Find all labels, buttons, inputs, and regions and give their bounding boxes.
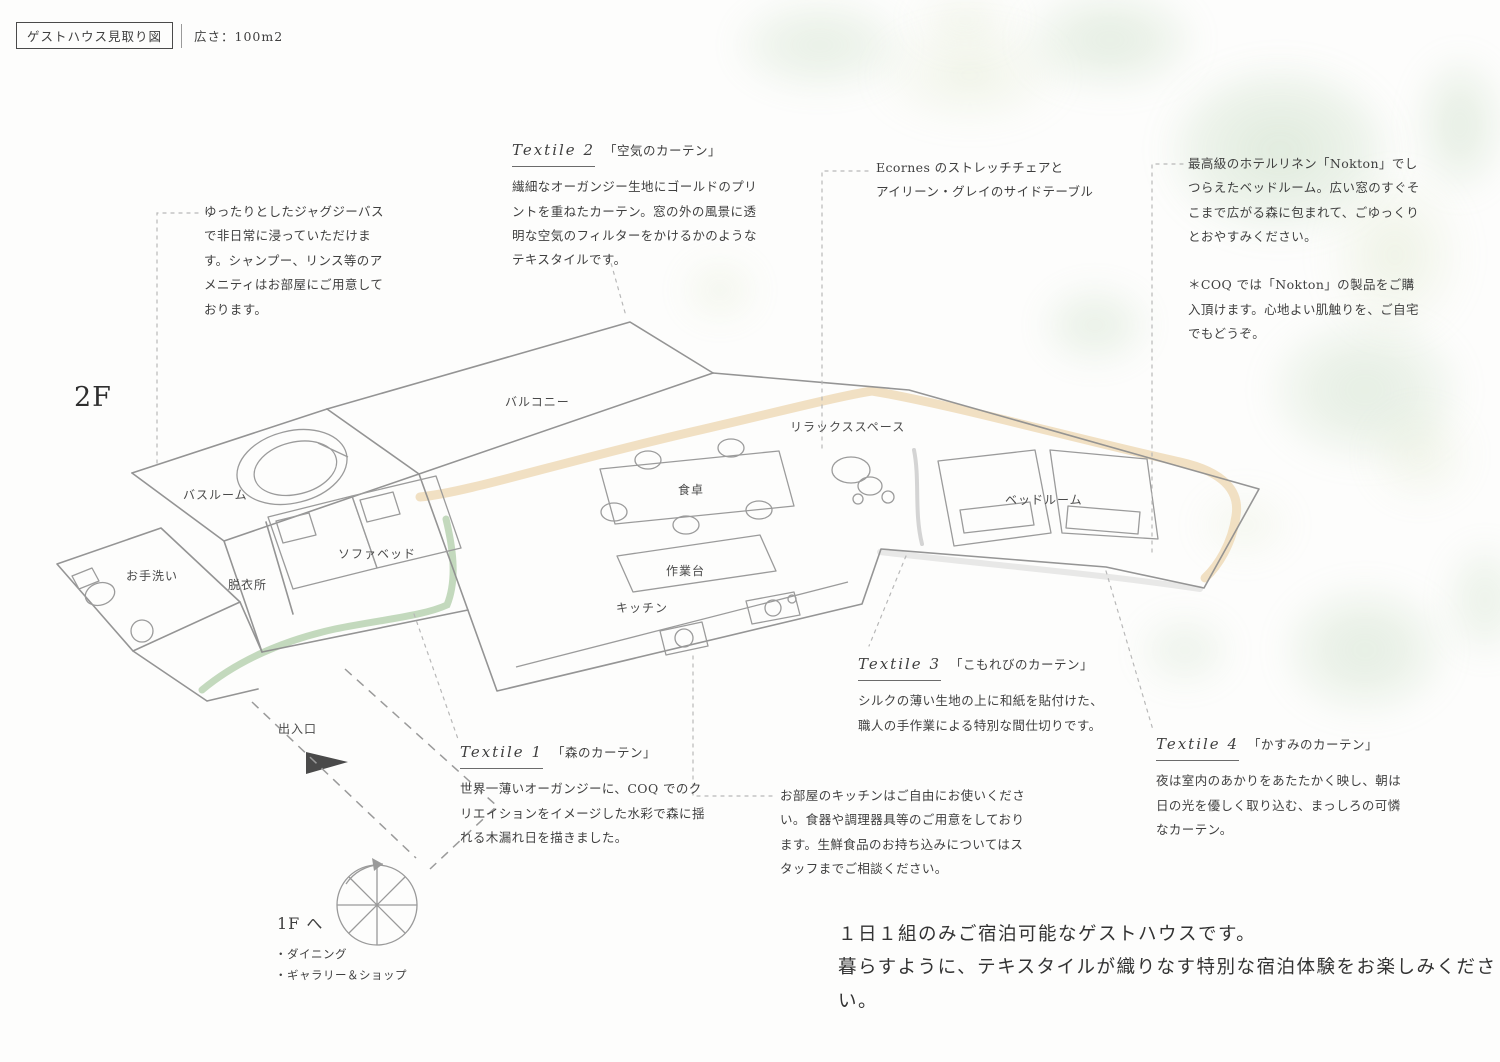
- leader-textile3: [868, 555, 907, 647]
- note-textile4: Textile 4 「かすみのカーテン」 夜は室内のあかりをあたたかく映し、朝は…: [1156, 730, 1406, 842]
- wall-balcony: [326, 321, 714, 410]
- stretch-chair-line1: Ecornes のストレッチチェアと: [876, 160, 1064, 175]
- stairs-to-1f: 1F へ: [277, 914, 324, 933]
- area-label: 広さ：100m2: [194, 29, 284, 44]
- room-label-sofa-bed: ソファベッド: [338, 547, 417, 561]
- doc-title: ゲストハウス見取り図: [16, 22, 174, 49]
- floor-label: 2F: [74, 382, 112, 413]
- stairs-item-dining: ・ダイニング: [275, 947, 347, 961]
- dining-table-set: [599, 438, 795, 535]
- stairs-item-gallery: ・ギャラリー＆ショップ: [275, 967, 407, 982]
- walls: [56, 321, 1260, 702]
- footer-tagline: １日１組のみご宿泊可能なゲストハウスです。 暮らすように、テキスタイルが織りなす…: [838, 918, 1500, 1018]
- jacuzzi-step: [317, 442, 349, 458]
- partition-komorebi: [912, 448, 924, 546]
- textile4-name: 「かすみのカーテン」: [1248, 737, 1379, 752]
- wall-sofa-bottom: [261, 609, 469, 653]
- room-label-entrance: 出入口: [278, 722, 318, 736]
- leader-chair: [821, 170, 869, 450]
- room-label-kitchen: キッチン: [616, 601, 669, 615]
- tagline-line1: １日１組のみご宿泊可能なゲストハウスです。: [838, 924, 1257, 945]
- tagline-line2: 暮らすように、テキスタイルが織りなす特別な宿泊体験をお楽しみください。: [838, 957, 1497, 1012]
- entrance-arrow: [306, 752, 348, 774]
- jacuzzi-bath: [236, 428, 348, 506]
- note-kitchen-body: お部屋のキッチンはご自由にお使いください。食器や調理器具等のご用意をしております…: [780, 788, 1026, 877]
- bedroom-linen-body2: ＊COQ では「Nokton」の製品をご購入頂けます。心地よい肌触りを、ご自宅で…: [1188, 277, 1419, 341]
- textile2-label: Textile 2: [512, 136, 595, 168]
- note-textile1: Textile 1 「森のカーテン」 世界一薄いオーガンジーに、COQ でのクリ…: [460, 738, 714, 850]
- stairs-items: ・ダイニング ・ギャラリー＆ショップ: [275, 944, 407, 985]
- note-jacuzzi: ゆったりとしたジャグジーバスで非日常に浸っていただけます。シャンプー、リンス等の…: [204, 200, 390, 322]
- textile4-body: 夜は室内のあかりをあたたかく映し、朝は日の光を優しく取り込む、まっしろの可憐なカ…: [1156, 773, 1402, 837]
- stretch-chair-line2: アイリーン・グレイのサイドテーブル: [876, 184, 1094, 200]
- sofa-beds: [267, 475, 462, 590]
- textile3-label: Textile 3: [858, 650, 941, 682]
- textile1-name: 「森のカーテン」: [552, 745, 657, 760]
- wall-balcony-inner: [326, 372, 714, 475]
- textile4-label: Textile 4: [1156, 730, 1239, 762]
- spiral-stair: [336, 858, 418, 946]
- header-divider: [181, 23, 183, 48]
- note-jacuzzi-body: ゆったりとしたジャグジーバスで非日常に浸っていただけます。シャンプー、リンス等の…: [204, 204, 384, 317]
- room-label-relax-space: リラックススペース: [790, 420, 906, 434]
- furniture: [71, 428, 1159, 668]
- textile3-name: 「こもれびのカーテン」: [950, 657, 1094, 672]
- room-label-dining-table: 食卓: [678, 483, 705, 497]
- bedroom-linen-body1: 最高級のホテルリネン「Nokton」でしつらえたベッドルーム。広い窓のすぐそこま…: [1188, 156, 1420, 245]
- wall-dressing-divider: [265, 521, 294, 615]
- leader-textile1: [413, 613, 459, 740]
- room-label-toilet: お手洗い: [126, 569, 179, 583]
- route-dashes: [251, 668, 499, 870]
- note-kitchen: お部屋のキッチンはご自由にお使いください。食器や調理器具等のご用意をしております…: [780, 784, 1030, 882]
- textile1-body: 世界一薄いオーガンジーに、COQ でのクリエイションをイメージした水彩で森に揺れ…: [460, 781, 705, 845]
- note-bedroom-linen: 最高級のホテルリネン「Nokton」でしつらえたベッドルーム。広い窓のすぐそこま…: [1188, 152, 1424, 346]
- wall-bathroom-bottom: [223, 473, 420, 542]
- textile2-body: 繊細なオーガンジー生地にゴールドのプリントを重ねたカーテン。窓の外の風景に透明な…: [512, 179, 758, 268]
- header: ゲストハウス見取り図 広さ：100m2: [16, 22, 283, 49]
- textile2-name: 「空気のカーテン」: [604, 143, 722, 158]
- curtain-air-beige: [415, 386, 1242, 583]
- leader-lines: [156, 163, 1184, 797]
- note-textile3: Textile 3 「こもれびのカーテン」 シルクの薄い生地の上に和紙を貼付けた…: [858, 650, 1108, 738]
- room-label-bedroom: ベッドルーム: [1005, 493, 1083, 507]
- leader-textile2: [608, 255, 627, 317]
- wall-main-perimeter: [418, 372, 1260, 692]
- note-textile2: Textile 2 「空気のカーテン」 繊細なオーガンジー生地にゴールドのプリン…: [512, 136, 762, 273]
- toilet-fixture: [71, 567, 154, 643]
- beds: [937, 449, 1159, 547]
- shadow-smudge: [877, 549, 1203, 592]
- leader-kitchen: [692, 655, 774, 797]
- textile3-body: シルクの薄い生地の上に和紙を貼付けた、職人の手作業による特別な間仕切りです。: [858, 693, 1104, 733]
- leader-textile4: [1105, 570, 1154, 731]
- work-counter: [616, 534, 777, 593]
- textile1-label: Textile 1: [460, 738, 543, 770]
- room-label-dressing: 脱衣所: [228, 578, 268, 592]
- room-label-bathroom: バスルーム: [183, 488, 248, 502]
- leader-bedroom: [1151, 163, 1184, 554]
- leader-jacuzzi: [156, 212, 199, 467]
- room-label-work-counter: 作業台: [666, 564, 706, 578]
- wall-bathroom-top: [131, 408, 328, 474]
- room-label-balcony: バルコニー: [505, 395, 570, 409]
- kitchen-counter: [515, 581, 849, 668]
- wall-corridor: [132, 601, 263, 702]
- note-stretch-chair: Ecornes のストレッチチェアと アイリーン・グレイのサイドテーブル: [876, 156, 1136, 205]
- relax-chairs: [831, 456, 895, 505]
- wall-toilet-room: [56, 527, 241, 652]
